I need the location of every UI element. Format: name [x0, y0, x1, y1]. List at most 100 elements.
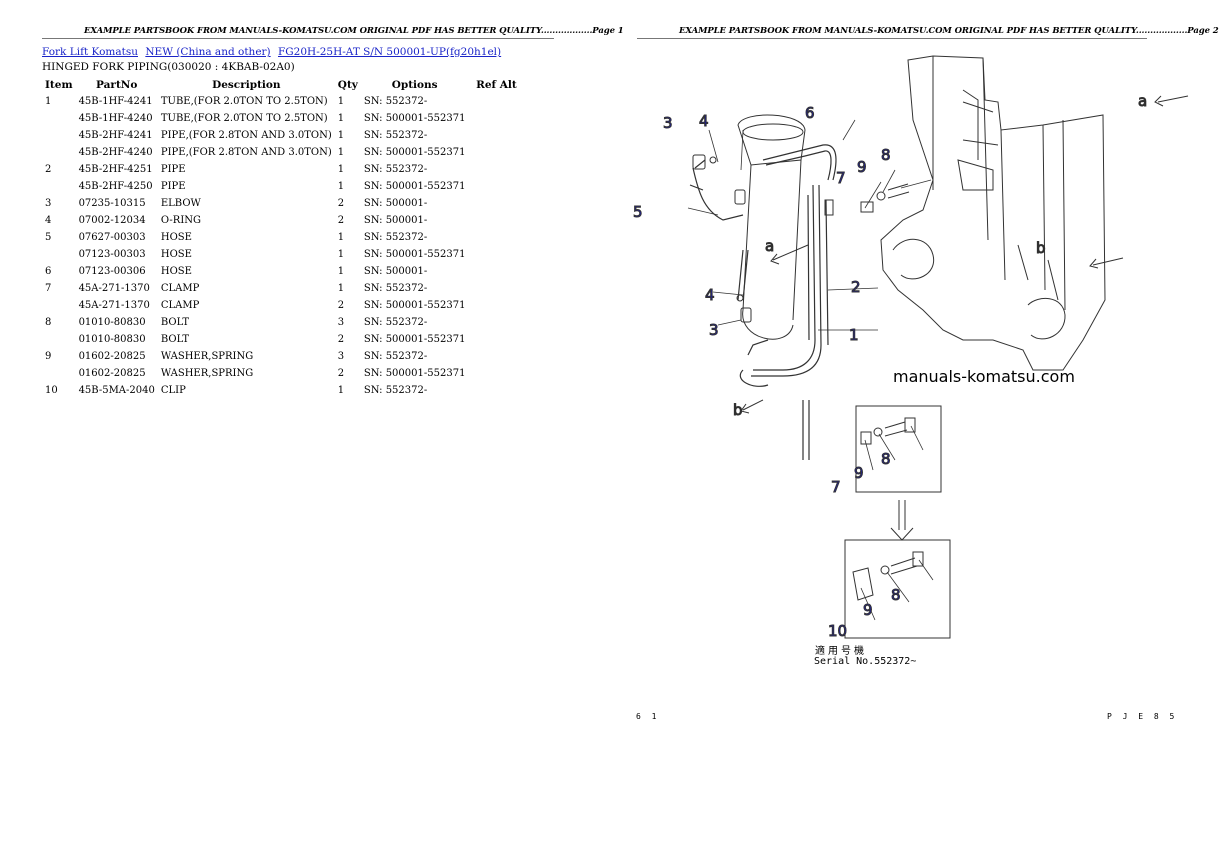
- cell-options: SN: 500001-552371: [363, 368, 466, 379]
- cell-qty: 3: [337, 351, 345, 362]
- cell-options: SN: 500001-552371: [363, 113, 466, 124]
- cell-ref-alt: [468, 195, 524, 212]
- cell-description: PIPE: [160, 164, 186, 175]
- column-header-item: Item: [45, 78, 73, 91]
- cell-qty: 2: [337, 215, 345, 226]
- callout-1: 1: [849, 326, 859, 344]
- cell-ref-alt: [468, 331, 524, 348]
- cell-ref-alt: [468, 348, 524, 365]
- cell-options: SN: 552372-: [363, 385, 428, 396]
- cell-options: SN: 500001-: [363, 215, 428, 226]
- callout-7: 7: [836, 169, 846, 187]
- cell-description: ELBOW: [160, 198, 201, 209]
- fittings-and-hardware: [692, 154, 910, 323]
- column-header-partno: PartNo: [96, 78, 138, 91]
- cell-options: SN: 552372-: [363, 96, 428, 107]
- cell-ref-alt: [468, 178, 524, 195]
- page-title: HINGED FORK PIPING(030020 : 4KBAB-02A0): [42, 61, 295, 73]
- cell-item: 8: [45, 317, 52, 328]
- cell-description: TUBE,(FOR 2.0TON TO 2.5TON): [160, 113, 328, 124]
- cell-ref-alt: [468, 229, 524, 246]
- cell-item: 4: [45, 215, 52, 226]
- cell-partno: 07627-00303: [78, 232, 146, 243]
- cell-qty: 1: [337, 130, 345, 141]
- cell-options: SN: 552372-: [363, 317, 428, 328]
- cell-qty: 2: [337, 300, 345, 311]
- cell-ref-alt: [468, 212, 524, 229]
- breadcrumb-link-new-china[interactable]: NEW (China and other): [145, 46, 271, 58]
- cell-item: 5: [45, 232, 52, 243]
- cell-item: [42, 178, 76, 195]
- cell-partno: 45B-5MA-2040: [78, 385, 155, 396]
- callout-4: 4: [699, 112, 709, 130]
- cell-ref-alt: [468, 280, 524, 297]
- cell-qty: 1: [337, 181, 345, 192]
- cell-partno: 45B-1HF-4241: [78, 96, 153, 107]
- table-row: 45B-2HF-4250 PIPE 1 SN: 500001-552371: [42, 178, 524, 195]
- callout-8: 8: [891, 586, 901, 604]
- callout-6: 6: [805, 104, 815, 122]
- cell-ref-alt: [468, 93, 524, 110]
- breadcrumb-link-fork-lift-komatsu[interactable]: Fork Lift Komatsu: [42, 46, 138, 58]
- cell-description: PIPE,(FOR 2.8TON AND 3.0TON): [160, 130, 332, 141]
- cell-options: SN: 552372-: [363, 283, 428, 294]
- table-row: 45A-271-1370 CLAMP 2 SN: 500001-552371: [42, 297, 524, 314]
- cell-partno: 45B-2HF-4240: [78, 147, 153, 158]
- cell-description: CLAMP: [160, 283, 200, 294]
- callout-3: 3: [709, 321, 719, 339]
- cell-qty: 1: [337, 385, 345, 396]
- cell-qty: 3: [337, 317, 345, 328]
- cell-partno: 45B-2HF-4251: [78, 164, 153, 175]
- watermark-text: manuals-komatsu.com: [893, 367, 1075, 386]
- cell-qty: 2: [337, 198, 345, 209]
- cell-description: PIPE: [160, 181, 186, 192]
- cell-partno: 45A-271-1370: [78, 283, 150, 294]
- cell-options: SN: 552372-: [363, 130, 428, 141]
- cell-description: HOSE: [160, 232, 192, 243]
- reference-arrows: [740, 95, 1189, 414]
- leader-lines: [687, 119, 934, 621]
- cell-ref-alt: [468, 263, 524, 280]
- cell-description: CLIP: [160, 385, 186, 396]
- cell-options: SN: 500001-552371: [363, 334, 466, 345]
- cell-options: SN: 500001-552371: [363, 181, 466, 192]
- cell-item: 3: [45, 198, 52, 209]
- cell-partno: 01010-80830: [78, 317, 146, 328]
- cell-partno: 45B-2HF-4250: [78, 181, 153, 192]
- cell-qty: 1: [337, 164, 345, 175]
- footer-drawing-code: P J E 8 5: [1107, 712, 1178, 721]
- cell-partno: 45A-271-1370: [78, 300, 150, 311]
- breadcrumb-link-model[interactable]: FG20H-25H-AT S/N 500001-UP(fg20h1el): [278, 46, 502, 58]
- callout-9: 9: [857, 158, 867, 176]
- cell-options: SN: 552372-: [363, 351, 428, 362]
- column-header-options: Options: [391, 78, 438, 91]
- breadcrumb: Fork Lift Komatsu NEW (China and other) …: [42, 46, 505, 58]
- cell-qty: 1: [337, 266, 345, 277]
- mast-frame-outline: [880, 55, 1106, 371]
- cell-qty: 1: [337, 96, 345, 107]
- cell-description: WASHER,SPRING: [160, 368, 254, 379]
- cell-description: CLAMP: [160, 300, 200, 311]
- cell-item: [42, 110, 76, 127]
- cell-qty: 2: [337, 368, 345, 379]
- parts-table: Item PartNo Description Qty Options Ref …: [42, 76, 524, 399]
- reference-letter-b: b: [1036, 239, 1046, 257]
- cell-qty: 1: [337, 147, 345, 158]
- callout-4: 4: [705, 286, 715, 304]
- header-divider: [42, 38, 554, 39]
- reference-letter-b: b: [733, 401, 743, 419]
- callout-7: 7: [831, 478, 841, 496]
- column-header-ref-alt: Ref Alt: [476, 78, 517, 91]
- cell-options: SN: 500001-552371: [363, 300, 466, 311]
- cell-description: HOSE: [160, 249, 192, 260]
